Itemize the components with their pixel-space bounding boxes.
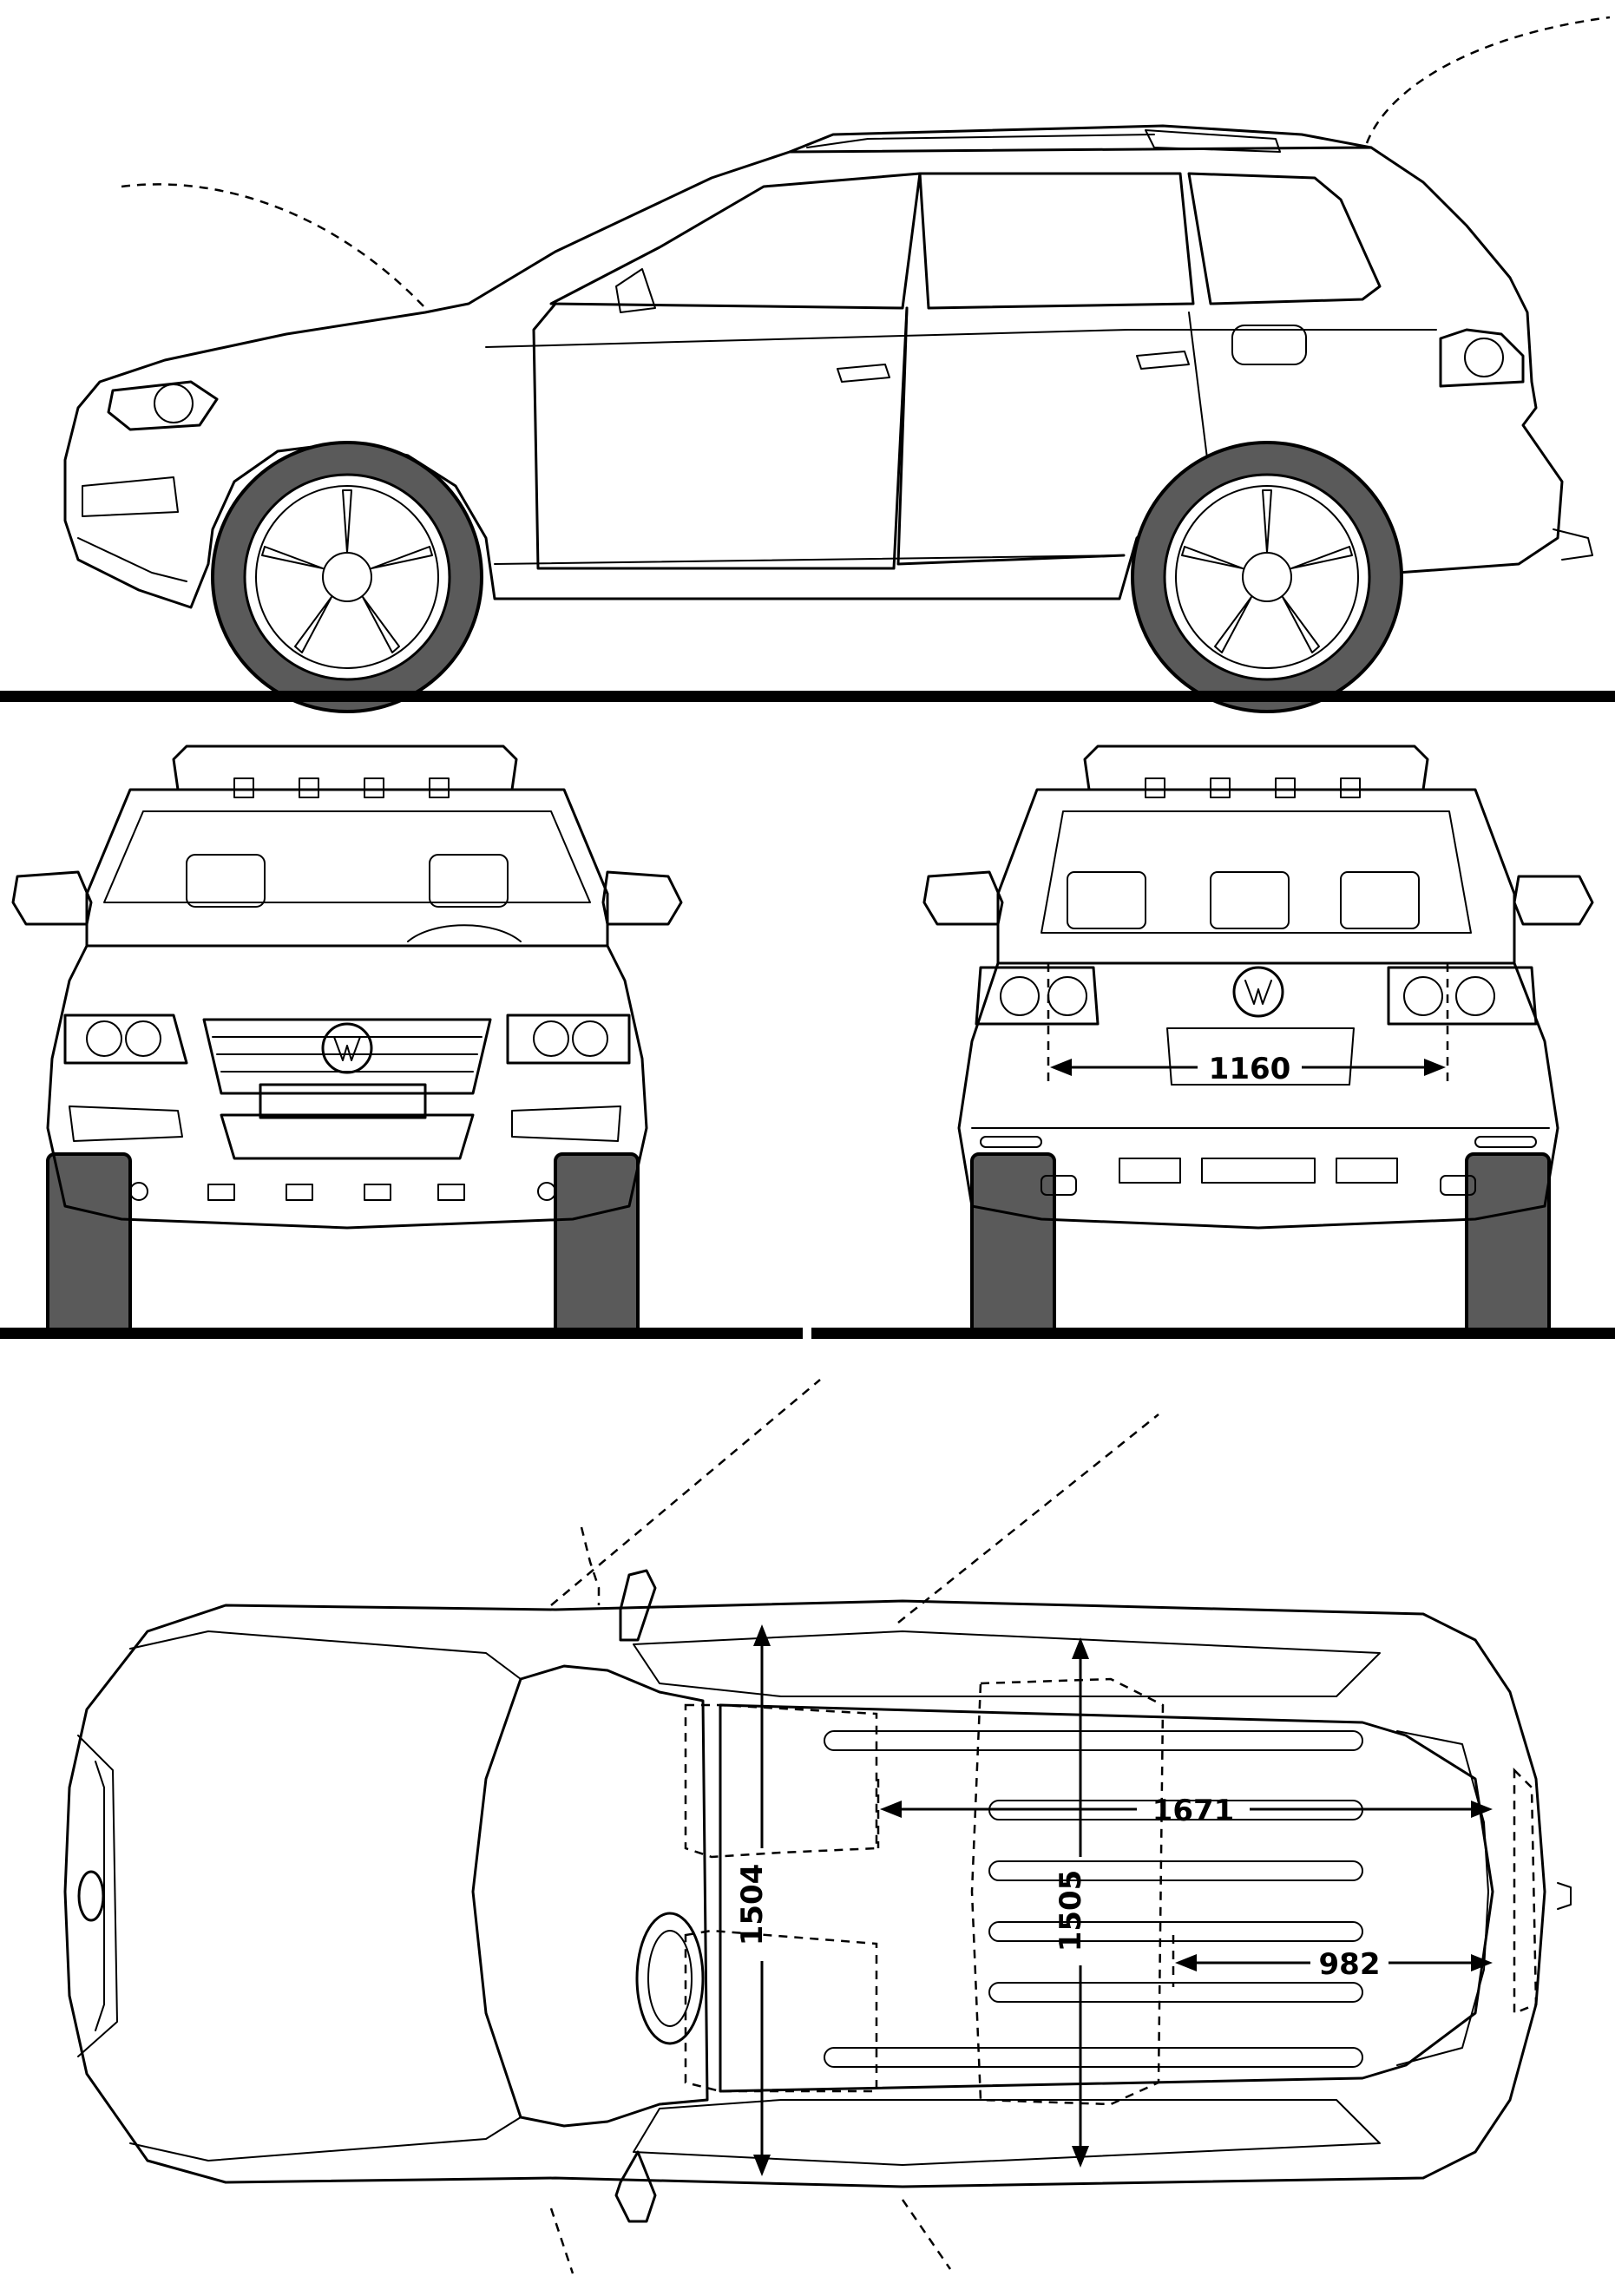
top-view: 1504 1505 1671 982 <box>63 1379 1572 2274</box>
side-ground-line <box>0 691 1615 702</box>
dim-cargo-length: 1671 <box>1152 1794 1235 1828</box>
top-body-outline <box>63 1599 1546 2188</box>
rear-ground-line <box>811 1328 1615 1339</box>
dim-width-right: 1505 <box>1054 1870 1088 1952</box>
front-wheel-spokes <box>261 489 433 653</box>
dim-rear-width: 1160 <box>1209 1052 1291 1086</box>
rear-body-outline <box>957 961 1559 1230</box>
dim-width-left: 1504 <box>735 1864 770 1946</box>
side-front-window <box>549 172 922 310</box>
cargo-slats <box>824 1730 1363 2068</box>
front-ground-line <box>0 1328 803 1339</box>
front-view <box>0 745 803 1339</box>
front-body-outline <box>46 944 648 1230</box>
rear-view: 1160 <box>811 745 1615 1339</box>
side-view <box>0 16 1615 713</box>
rear-wheel-spokes <box>1181 489 1353 653</box>
side-body-outline <box>63 146 1564 609</box>
dim-cargo-length-short: 982 <box>1319 1947 1381 1982</box>
side-rear-window <box>918 172 1195 310</box>
side-quarter-window <box>1187 172 1382 305</box>
